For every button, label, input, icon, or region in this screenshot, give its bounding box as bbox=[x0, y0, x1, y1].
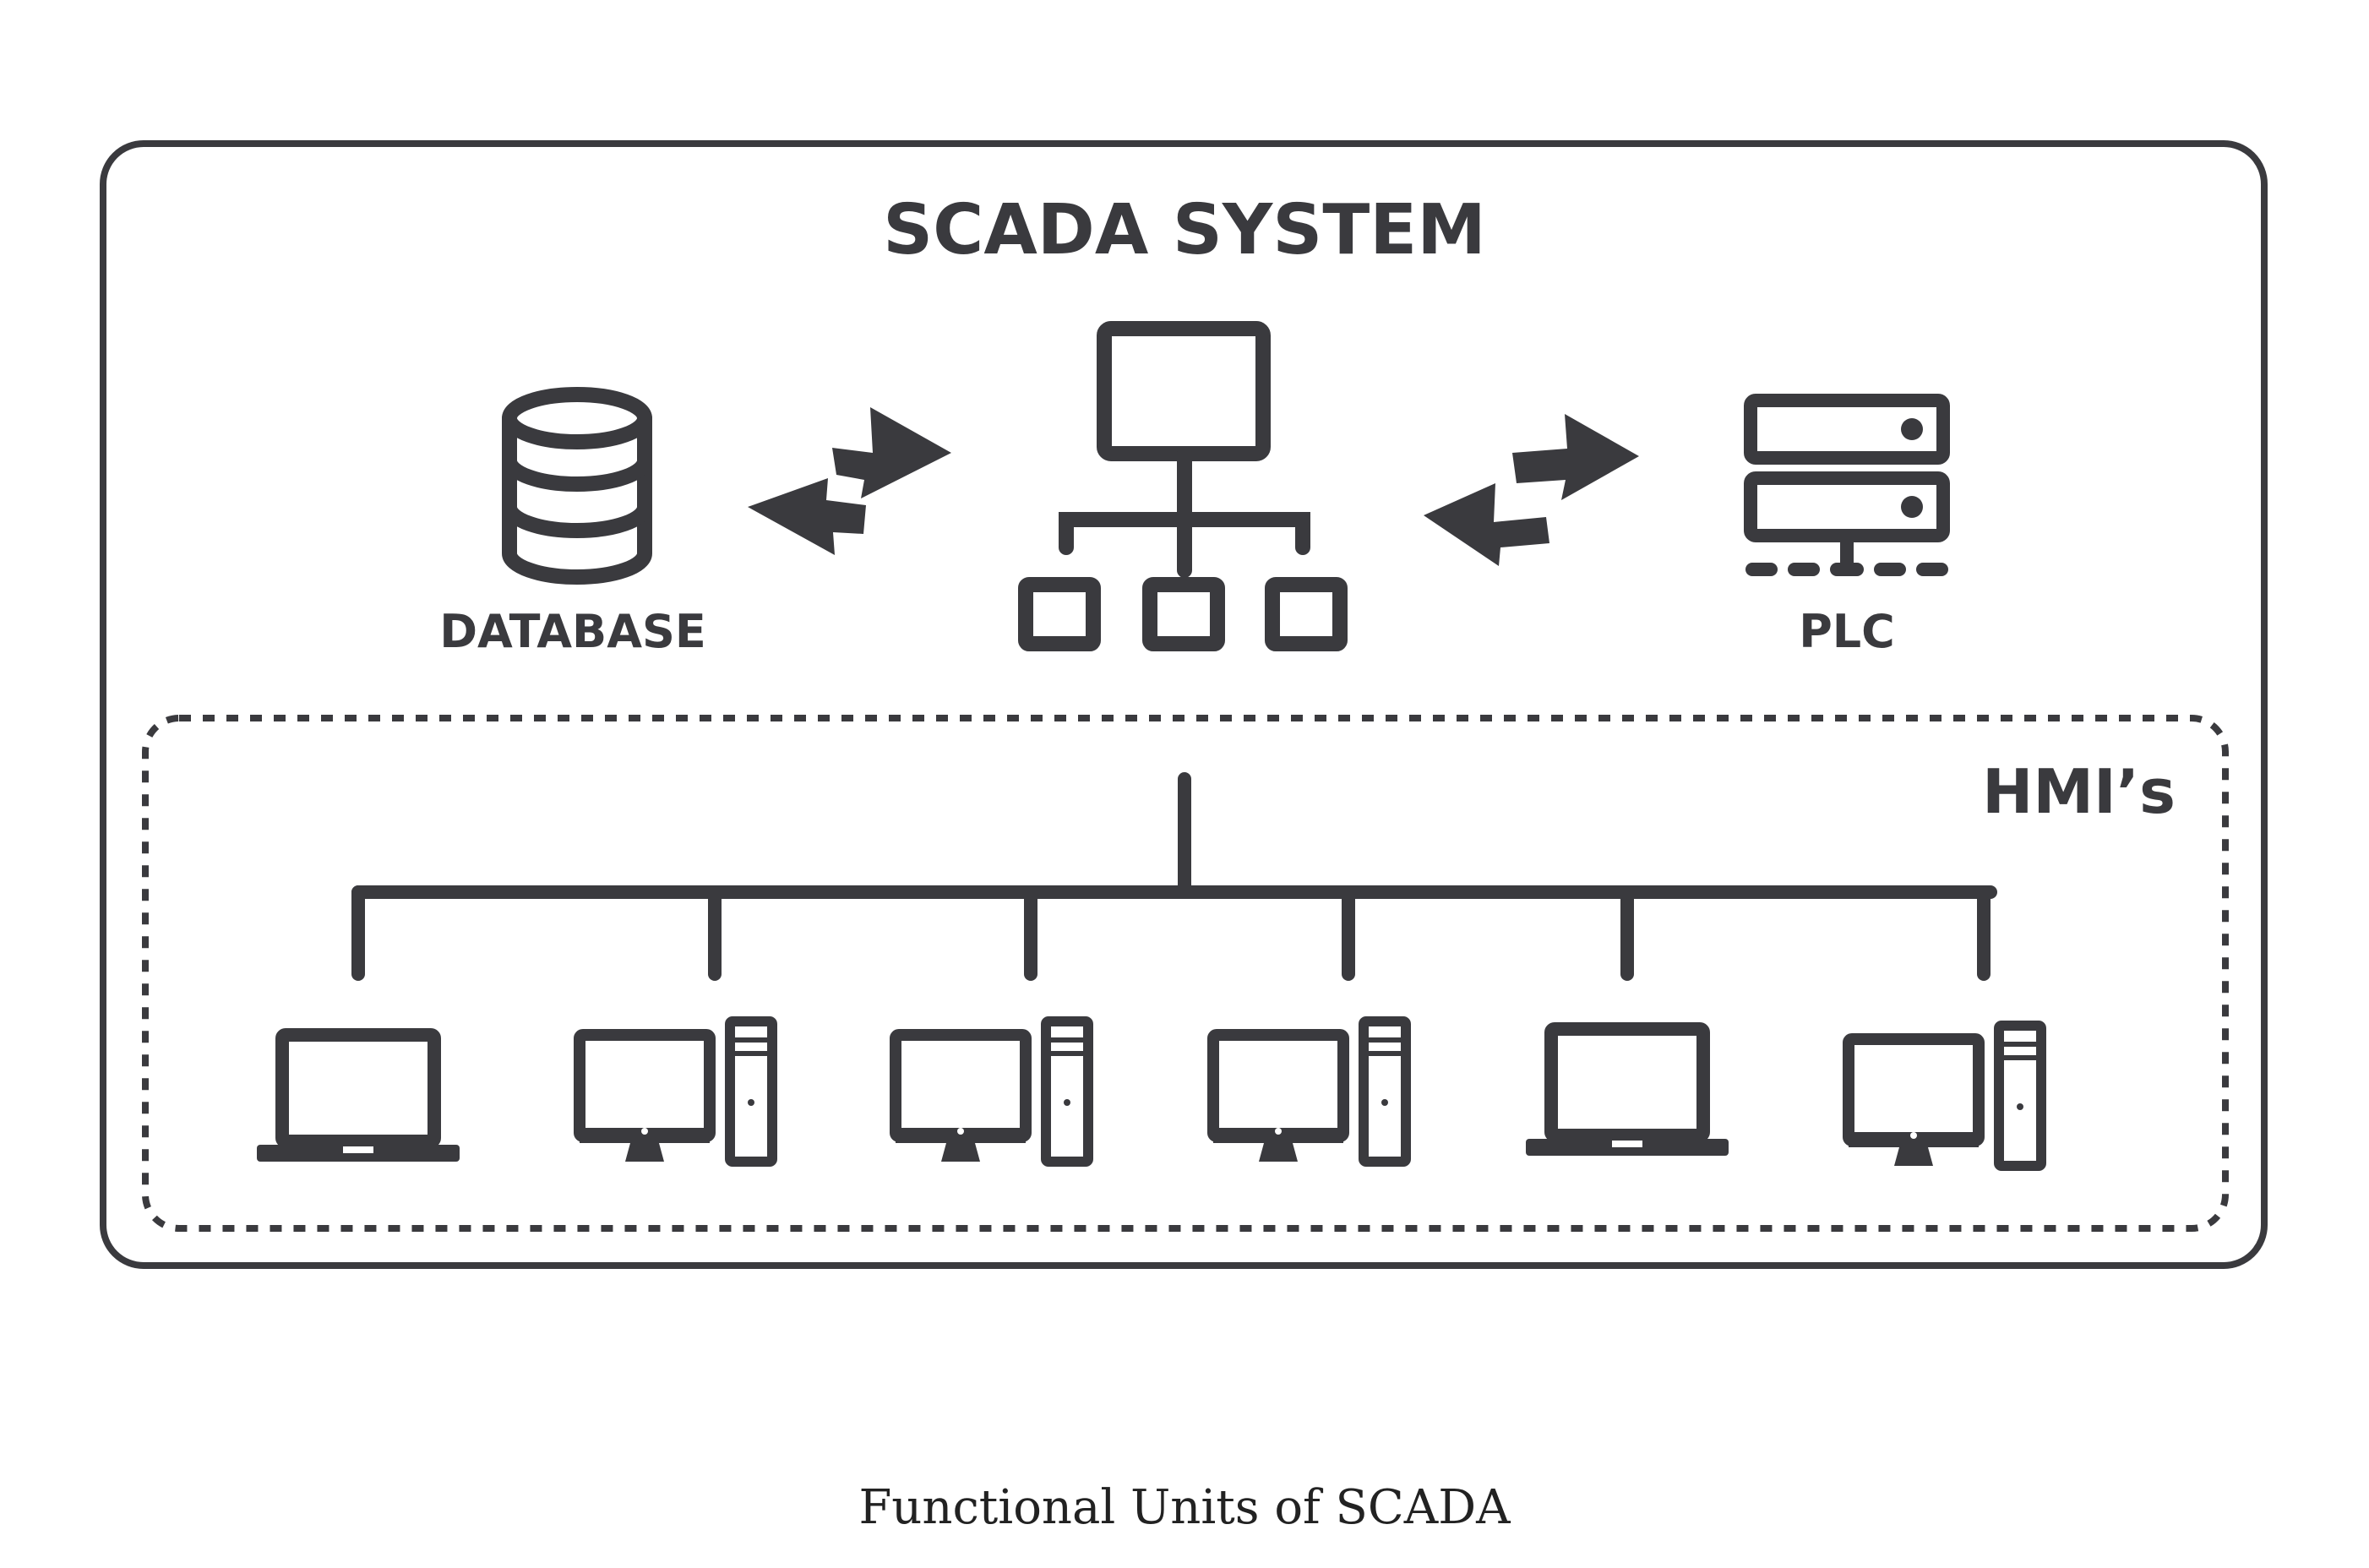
desktop-computer-icon bbox=[1843, 1021, 2046, 1171]
diagram-title: SCADA SYSTEM bbox=[883, 190, 1486, 270]
database-icon bbox=[502, 387, 652, 585]
desktop-computer-icon bbox=[1207, 1016, 1411, 1167]
system-frame bbox=[100, 140, 2268, 1269]
desktop-computer-icon bbox=[574, 1016, 777, 1167]
laptop-icon bbox=[257, 1028, 460, 1162]
plc-label: PLC bbox=[1799, 605, 1895, 658]
server-rack-icon bbox=[1744, 394, 1950, 576]
network-hierarchy-icon bbox=[1018, 321, 1348, 651]
figure-caption: Functional Units of SCADA bbox=[858, 1480, 1511, 1535]
bidirectional-arrow-icon bbox=[748, 407, 951, 555]
hmi-connection-lines bbox=[351, 772, 1997, 981]
laptop-icon bbox=[1526, 1022, 1729, 1156]
desktop-computer-icon bbox=[890, 1016, 1093, 1167]
bidirectional-arrow-icon bbox=[1424, 414, 1639, 566]
hmi-group-label: HMI’s bbox=[1982, 756, 2176, 827]
database-label: DATABASE bbox=[439, 605, 706, 658]
